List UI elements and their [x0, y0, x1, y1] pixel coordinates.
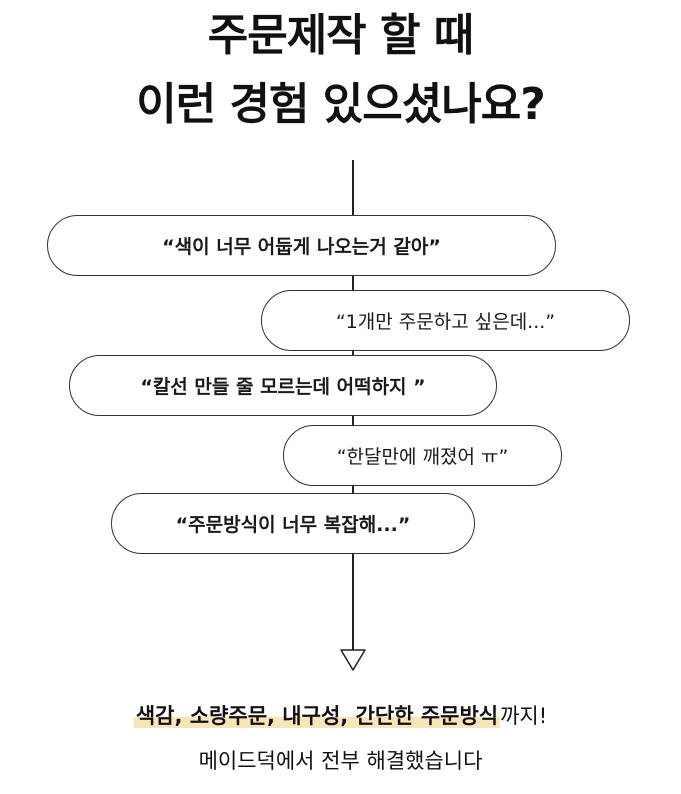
headline-line-1: 주문제작 할 때	[207, 10, 475, 61]
speech-bubble-text: “칼선 만들 줄 모르는데 어떡하지 ”	[140, 376, 426, 398]
speech-bubble-4: “한달만에 깨졌어 ㅠ”	[283, 425, 562, 486]
speech-bubble-1: “색이 너무 어둡게 나오는거 같아”	[47, 215, 556, 276]
speech-bubble-5: “주문방식이 너무 복잡해...”	[111, 493, 475, 554]
speech-bubble-2: “1개만 주문하고 싶은데...”	[261, 290, 630, 351]
summary-line-1: 색감, 소량주문, 내구성, 간단한 주문방식까지!	[0, 700, 681, 730]
speech-bubble-3: “칼선 만들 줄 모르는데 어떡하지 ”	[69, 355, 497, 416]
summary-suffix: 까지!	[500, 704, 548, 728]
headline-line-2: 이런 경험 있으셨나요?	[136, 79, 545, 130]
summary-highlight: 색감, 소량주문, 내구성, 간단한 주문방식	[133, 704, 501, 728]
speech-bubble-text: “색이 너무 어둡게 나오는거 같아”	[162, 236, 441, 258]
speech-bubble-text: “한달만에 깨졌어 ㅠ”	[336, 446, 509, 468]
down-arrow-icon	[340, 649, 366, 671]
speech-bubble-text: “주문방식이 너무 복잡해...”	[175, 514, 411, 536]
speech-bubble-text: “1개만 주문하고 싶은데...”	[335, 311, 556, 333]
summary-line-2: 메이드덕에서 전부 해결했습니다	[198, 749, 483, 773]
